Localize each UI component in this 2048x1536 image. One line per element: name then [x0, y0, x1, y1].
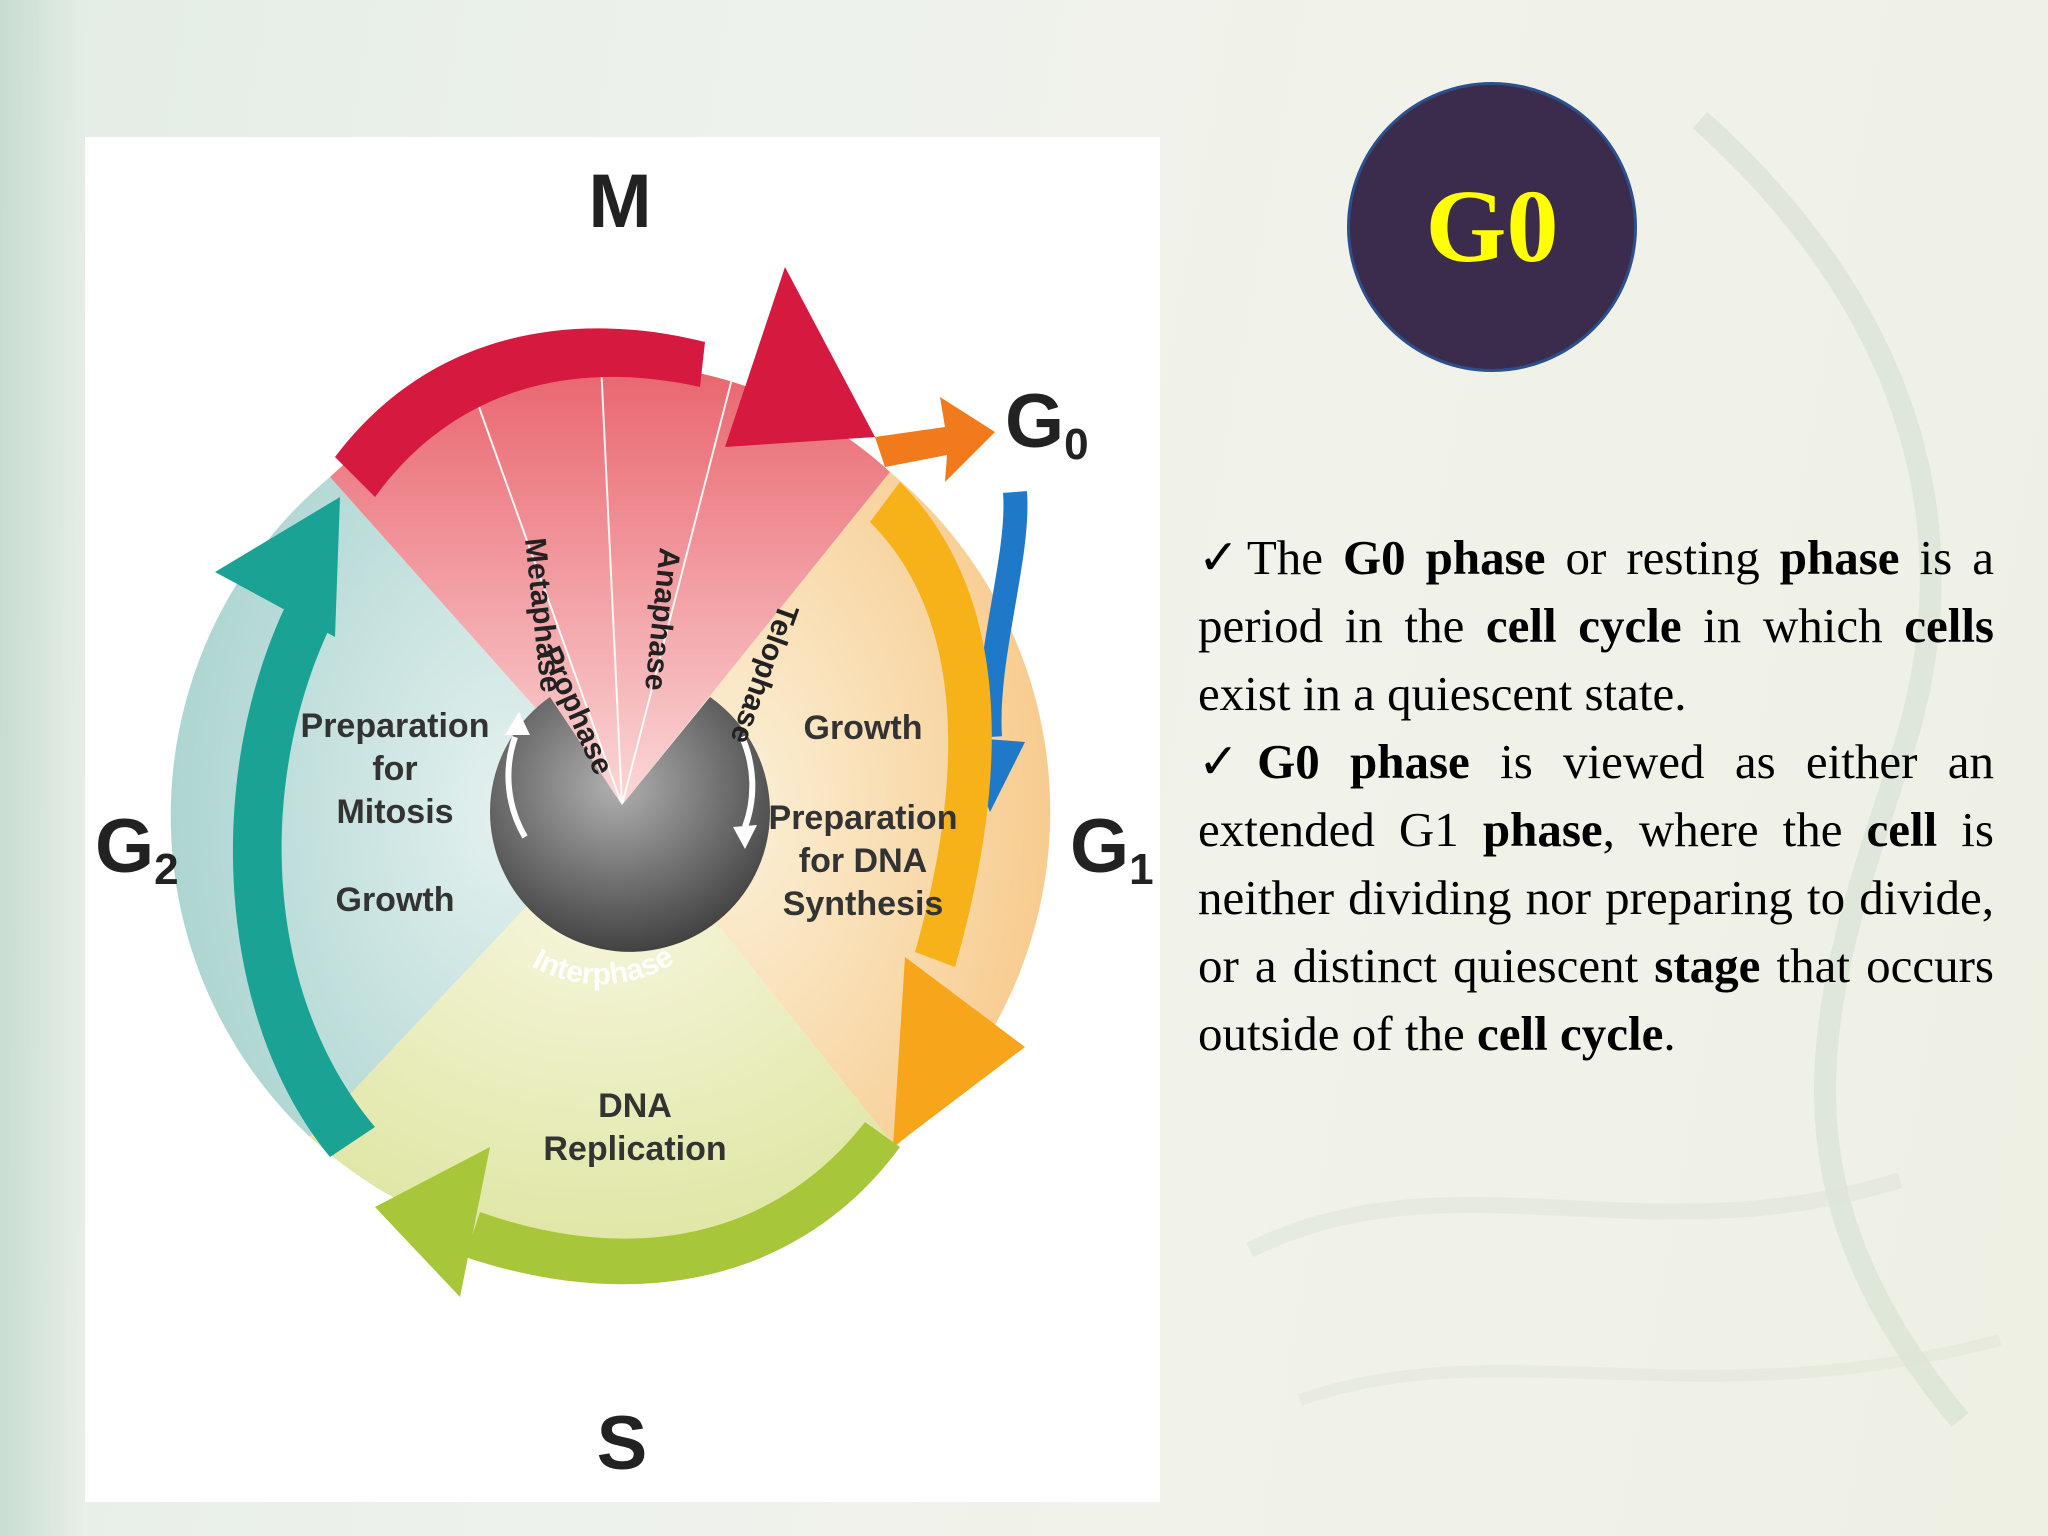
- cell-cycle-diagram: Interphase Prophase Metaphase Anaphase T…: [85, 137, 1160, 1502]
- bold-term: phase: [1425, 530, 1546, 585]
- s-sector: [310, 805, 895, 1254]
- text-run: in which: [1681, 598, 1905, 653]
- phase-g0-label: G0: [1005, 379, 1089, 469]
- g0-title-badge: G0: [1347, 82, 1637, 372]
- text-run: exist in a quiescent state.: [1198, 666, 1687, 721]
- g2-arrow-head: [215, 497, 340, 637]
- g0-title: G0: [1425, 169, 1559, 284]
- s-arrow-head: [375, 1147, 490, 1297]
- g1-label-3: for DNA: [799, 842, 927, 880]
- g1-label-2: Preparation: [769, 799, 958, 837]
- g1-arrow: [870, 482, 992, 967]
- check-icon: ✓: [1198, 734, 1258, 789]
- text-run: , where the: [1602, 802, 1867, 857]
- text-run: is neither dividing nor preparing to div…: [1198, 802, 1994, 993]
- text-run: or resting: [1545, 530, 1780, 585]
- bold-term: phase: [1779, 530, 1900, 585]
- cell-cycle-svg: Interphase Prophase Metaphase Anaphase T…: [95, 159, 1154, 1486]
- s-label-1: DNA: [598, 1087, 672, 1125]
- g2-label-1: Preparation: [301, 707, 490, 745]
- g2-label-3: Mitosis: [336, 793, 453, 831]
- text-run: that occurs outside of the: [1198, 938, 1994, 1061]
- g2-label-2: for: [372, 750, 417, 788]
- text-run: [1406, 530, 1426, 585]
- bold-term: cell cycle: [1476, 1006, 1664, 1061]
- bold-term: G0: [1343, 530, 1406, 585]
- g2-arrow: [232, 607, 375, 1157]
- g0-arrow: [875, 397, 995, 482]
- m-arrow: [335, 328, 705, 497]
- bullet-2: ✓G0 phase is viewed as either an extende…: [1198, 728, 1994, 1068]
- bold-term: G0 phase: [1257, 734, 1470, 789]
- g1-label-4: Synthesis: [783, 885, 944, 923]
- text-run: is a period in the: [1198, 530, 1995, 653]
- phase-g1-label: G1: [1070, 804, 1154, 894]
- phase-s-label: S: [597, 1401, 648, 1486]
- g2-label-4: Growth: [336, 881, 455, 919]
- bold-term: cells: [1904, 598, 1994, 653]
- bold-term: stage: [1654, 938, 1761, 993]
- g1-arrow-head: [893, 957, 1025, 1147]
- bold-term: cell cycle: [1485, 598, 1682, 653]
- check-icon: ✓: [1198, 530, 1247, 585]
- text-run: is viewed as either an extended G1: [1198, 734, 1994, 857]
- body-text: ✓The G0 phase or resting phase is a peri…: [1198, 524, 1994, 1068]
- m-sector: [330, 363, 890, 805]
- phase-m-label: M: [588, 159, 651, 244]
- text-run: The: [1246, 530, 1344, 585]
- g1-label-1: Growth: [804, 709, 923, 747]
- bold-term: cell: [1866, 802, 1938, 857]
- s-arrow: [465, 1122, 900, 1285]
- m-arrow-head: [725, 267, 875, 447]
- s-label-2: Replication: [543, 1130, 726, 1168]
- text-run: .: [1663, 1006, 1676, 1061]
- bold-term: phase: [1482, 802, 1603, 857]
- interphase-core: [489, 697, 770, 952]
- bullet-1: ✓The G0 phase or resting phase is a peri…: [1198, 524, 1994, 728]
- phase-g2-label: G2: [95, 804, 179, 894]
